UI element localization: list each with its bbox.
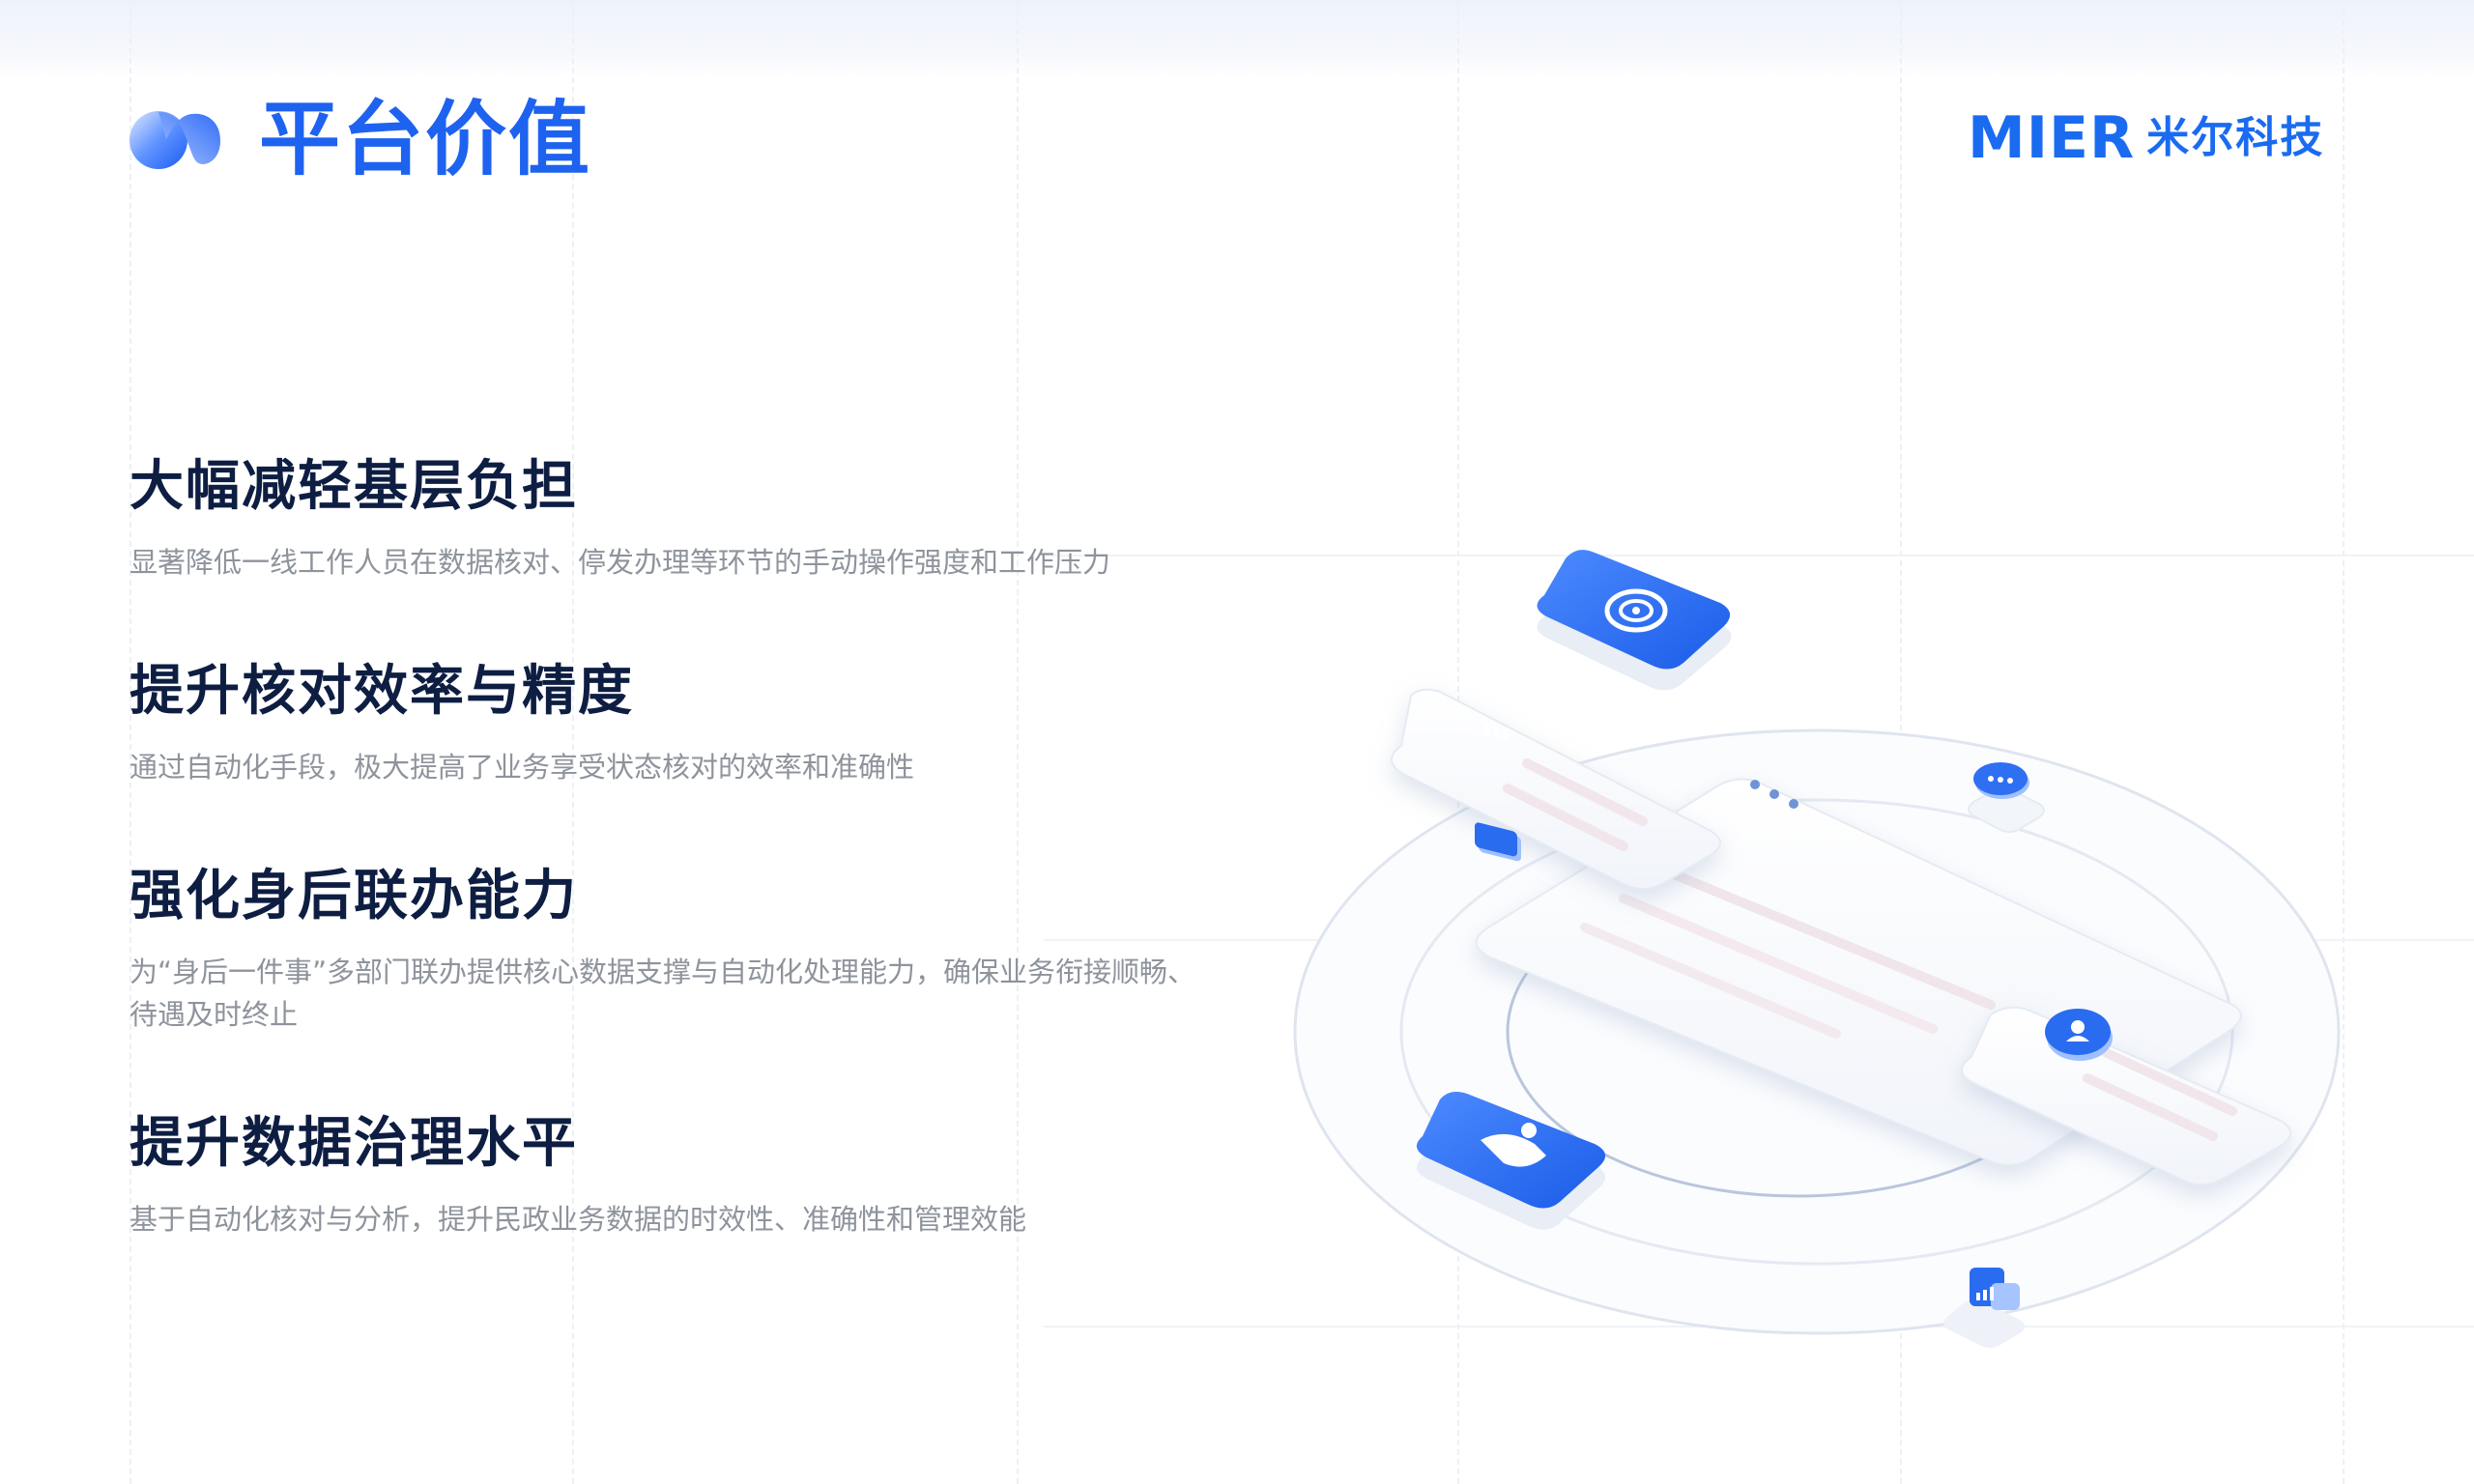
value-point: 提升数据治理水平 基于自动化核对与分析，提升民政业务数据的时效性、准确性和管理效… (129, 1109, 1251, 1241)
grid-line (1017, 0, 1019, 1484)
point-title: 强化身后联办能力 (129, 865, 578, 928)
platform-illustration (1293, 550, 2341, 1348)
grid-line (129, 0, 131, 1484)
top-band (0, 0, 2474, 77)
user-icon (2045, 1009, 2113, 1061)
value-point: 大幅减轻基层负担 显著降低一线工作人员在数据核对、停发办理等环节的手动操作强度和… (129, 452, 1251, 584)
value-point: 强化身后联办能力 为“身后一件事”多部门联办提供核心数据支撑与自动化处理能力，确… (129, 862, 1251, 1036)
brand-name-cn: 米尔科技 (2146, 113, 2325, 162)
wave-logo-icon (129, 111, 220, 169)
point-desc: 通过自动化手段，极大提高了业务享受状态核对的效率和准确性 (129, 751, 915, 784)
grid-line (2343, 0, 2345, 1484)
point-title: 大幅减轻基层负担 (129, 455, 578, 518)
floating-card (1391, 688, 1721, 890)
point-title: 提升核对效率与精度 (129, 660, 634, 723)
grid-line (1044, 555, 2474, 556)
point-desc: 为“身后一件事”多部门联办提供核心数据支撑与自动化处理能力，确保业务衔接顺畅、待… (129, 956, 1196, 1031)
handshake-icon (1416, 1092, 1606, 1230)
point-desc: 基于自动化核对与分析，提升民政业务数据的时效性、准确性和管理效能 (129, 1203, 1027, 1236)
chart-icon (1943, 1268, 2025, 1348)
signal-icon (1537, 550, 1732, 691)
chat-icon (1968, 762, 2045, 833)
point-desc: 显著降低一线工作人员在数据核对、停发办理等环节的手动操作强度和工作压力 (129, 546, 1111, 579)
brand-name-en: MIER (1968, 104, 2136, 172)
grid-line (572, 0, 574, 1484)
floating-card (1961, 1006, 2291, 1186)
middle-ring (1399, 798, 2234, 1266)
page-title: 平台价值 (259, 92, 592, 186)
list-icon (1475, 725, 1521, 862)
brand-logo: MIER 米尔科技 (1968, 104, 2324, 172)
value-point: 提升核对效率与精度 通过自动化手段，极大提高了业务享受状态核对的效率和准确性 (129, 657, 1251, 788)
point-title: 提升数据治理水平 (129, 1112, 578, 1175)
